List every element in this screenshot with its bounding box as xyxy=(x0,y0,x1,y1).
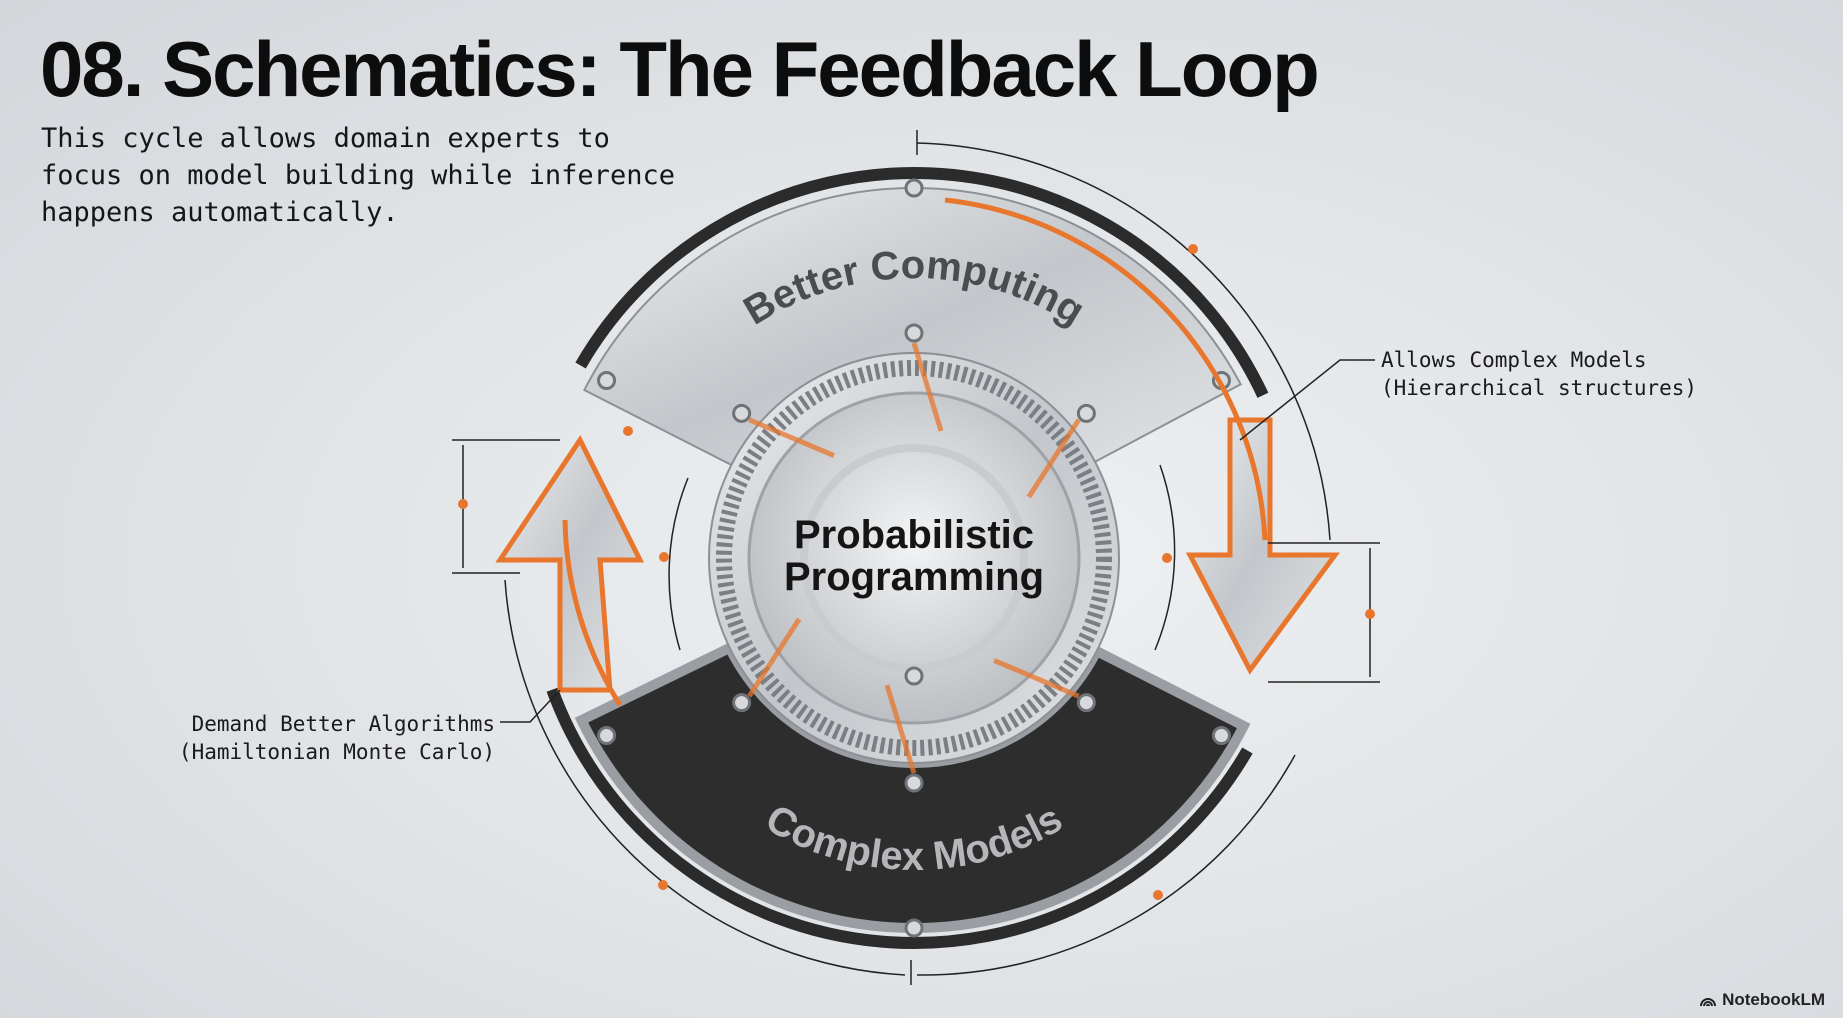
orange-wires xyxy=(747,342,1081,774)
orange-pipe-right xyxy=(944,197,1268,541)
wire xyxy=(747,617,802,698)
arrow-right-down xyxy=(1185,417,1340,675)
screw-icon xyxy=(1211,726,1231,745)
page-title: 08. Schematics: The Feedback Loop xyxy=(40,25,1320,113)
screw-icon xyxy=(732,403,752,423)
screw-icon xyxy=(904,666,924,686)
wire xyxy=(1026,418,1081,499)
outer-shadow-ring xyxy=(546,167,1269,949)
subtitle: This cycle allows domain experts to focu… xyxy=(41,123,675,228)
center-label-line1: Probabilistic xyxy=(794,513,1034,557)
screw-icon xyxy=(1076,403,1096,423)
callout-demand-better-algorithms: Demand Better Algorithms (Hamiltonian Mo… xyxy=(150,710,495,766)
wire xyxy=(748,417,835,458)
brand-name: NotebookLM xyxy=(1722,990,1825,1009)
screw-icon xyxy=(1076,693,1096,713)
notebooklm-logo-icon xyxy=(1700,998,1717,1007)
screws xyxy=(597,178,1231,938)
wire xyxy=(993,658,1080,699)
callout-left-detail: (Hamiltonian Monte Carlo) xyxy=(178,740,495,764)
dimension-lines xyxy=(452,130,1380,985)
hub xyxy=(747,391,1081,725)
screw-icon xyxy=(597,726,617,745)
screw-icon xyxy=(732,693,752,713)
screw-icon xyxy=(904,773,924,793)
orange-pipe-left xyxy=(562,519,623,707)
callout-left-title: Demand Better Algorithms xyxy=(191,712,495,736)
screw-icon xyxy=(597,371,617,390)
callout-right-title: Allows Complex Models xyxy=(1381,348,1647,372)
dimension-markers xyxy=(458,244,1375,900)
screw-icon xyxy=(904,323,924,343)
gear xyxy=(716,360,1112,756)
screw-icon xyxy=(904,178,924,198)
screw-icon xyxy=(904,918,924,938)
center-label-line2: Programming xyxy=(784,555,1044,599)
wire xyxy=(911,342,944,432)
callout-allows-complex-models: Allows Complex Models (Hierarchical stru… xyxy=(1381,346,1697,402)
wire xyxy=(884,684,917,774)
callout-right-detail: (Hierarchical structures) xyxy=(1381,376,1698,400)
brand-watermark: NotebookLM xyxy=(1699,990,1825,1010)
